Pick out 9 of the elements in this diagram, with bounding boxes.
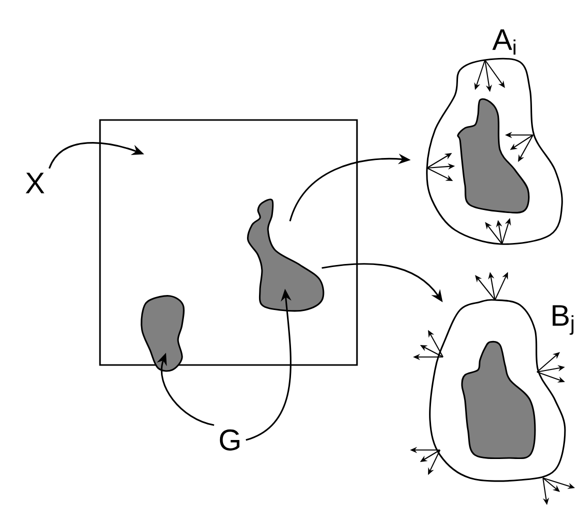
- blob: [140, 295, 185, 372]
- blob: [457, 98, 530, 214]
- square: [99, 119, 358, 366]
- blob: [247, 198, 324, 312]
- region-label: B$_{j}$: [552, 305, 574, 335]
- letter-label: X: [26, 172, 44, 194]
- region-label: A$_{i}$: [492, 29, 516, 55]
- blob: [461, 340, 536, 460]
- letter-label: G: [220, 429, 240, 451]
